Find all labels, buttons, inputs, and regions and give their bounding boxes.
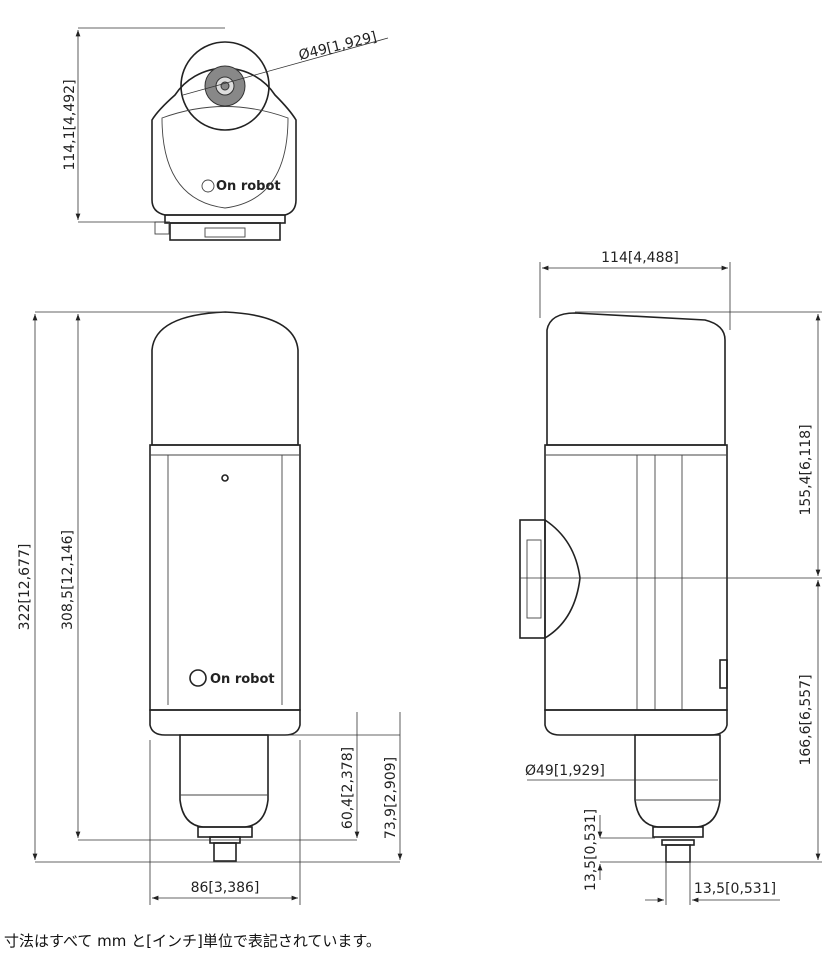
top-diameter-dim: Ø49[1,929] <box>297 29 378 64</box>
side-lower-dim: 166,6[6,557] <box>798 674 814 765</box>
units-footnote: 寸法はすべて mm と[インチ]単位で表記されています。 <box>4 932 381 950</box>
front-logo: On robot <box>210 672 275 687</box>
front-view: On robot 322[12,677] 308,5[12,146] 60,4[… <box>17 311 403 905</box>
side-diameter-dim: Ø49[1,929] <box>525 763 605 779</box>
top-view: On robot 114,1[4,492] Ø49[1,929] <box>62 27 389 241</box>
front-body-height-dim: 308,5[12,146] <box>60 530 76 630</box>
side-view: 114[4,488] 155,4[6,118] 166,6[6,557] Ø49… <box>519 250 822 905</box>
front-width-dim: 86[3,386] <box>191 880 260 896</box>
side-connector-height-dim: 13,5[0,531] <box>583 809 599 891</box>
side-connector-width-dim: 13,5[0,531] <box>694 881 776 897</box>
side-upper-dim: 155,4[6,118] <box>798 424 814 515</box>
front-lower-dim-2: 73,9[2,909] <box>383 757 399 839</box>
top-logo: On robot <box>216 179 281 194</box>
front-overall-height-dim: 322[12,677] <box>17 544 33 631</box>
side-width-dim: 114[4,488] <box>601 250 679 266</box>
front-lower-dim-1: 60,4[2,378] <box>340 747 356 829</box>
top-height-dim: 114,1[4,492] <box>62 79 78 170</box>
